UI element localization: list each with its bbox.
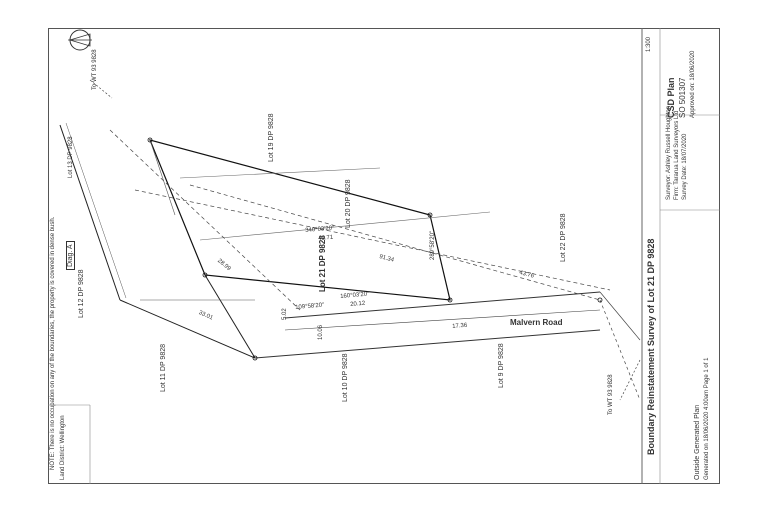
survey-mark-icon <box>147 137 153 143</box>
firm-name: Firm: Tararua Land Surveyors Ltd <box>674 110 680 200</box>
north-arrow-icon <box>68 29 92 51</box>
road-label: Malvern Road <box>510 318 563 327</box>
lot-19-label: Lot 19 DP 9828 <box>268 113 275 162</box>
road-boundary <box>284 309 601 331</box>
generated-note: Generated on 18/06/2020 4:00am Page 1 of… <box>704 357 710 480</box>
bearing-label: 289°58'20" <box>430 230 436 260</box>
survey-mark-icon <box>202 272 208 278</box>
road-boundary <box>599 291 641 341</box>
lot-13-label: Lot 13 DP 9828 <box>68 136 74 178</box>
lot-9-label: Lot 9 DP 9828 <box>498 343 505 388</box>
survey-mark-icon <box>597 297 603 303</box>
witness-label-top: To WT 93 9828 <box>92 49 98 90</box>
boundary-line <box>119 299 256 359</box>
doc-label: Diag. A <box>66 241 75 270</box>
distance-label: 10.06 <box>318 324 324 340</box>
plan-frame <box>48 28 720 484</box>
approved-date: Approved on: 18/06/2020 <box>690 50 696 118</box>
survey-mark-icon <box>427 212 433 218</box>
survey-date: Survey Date: 18/07/2020 <box>682 133 688 200</box>
traverse-line <box>599 299 641 401</box>
distance-label: 5.02 <box>282 308 288 320</box>
witness-label-bottom: To WT 93 9828 <box>608 374 614 415</box>
boundary-line <box>59 124 121 301</box>
occupation-note: NOTE: There is no occupation on any of t… <box>50 216 56 470</box>
adjoining-boundary <box>179 167 381 179</box>
road-boundary <box>254 329 601 359</box>
boundary-line <box>65 122 127 299</box>
witness-line <box>619 359 641 401</box>
survey-mark-icon <box>447 297 453 303</box>
traverse-line <box>189 184 601 301</box>
outside-plan-label: Outside Generated Plan <box>694 404 701 480</box>
adjoining-boundary <box>284 291 601 319</box>
lot-21-label: Lot 21 DP 9828 <box>318 235 327 292</box>
lot-10-label: Lot 10 DP 9828 <box>342 353 349 402</box>
traverse-line <box>109 129 301 311</box>
lot-21-boundary <box>148 139 451 301</box>
lot-22-label: Lot 22 DP 9828 <box>560 213 567 262</box>
witness-line <box>89 79 113 99</box>
survey-mark-icon <box>252 355 258 361</box>
boundary-line <box>149 139 176 216</box>
adjoining-boundary <box>199 211 491 241</box>
scale-label: 1:300 <box>646 36 652 52</box>
land-district: Land District: Wellington <box>60 415 66 480</box>
lot-12-label: Lot 12 DP 9828 <box>78 269 85 318</box>
boundary-line <box>204 274 256 359</box>
lot-20-label: Lot 20 DP 9828 <box>345 179 352 228</box>
lot-11-label: Lot 11 DP 9828 <box>160 343 167 392</box>
traverse-line <box>134 189 611 291</box>
surveyor-name: Surveyor: Ashley Russell Houghton <box>666 105 672 200</box>
plan-title: Boundary Reinstatement Survey of Lot 21 … <box>646 238 656 455</box>
